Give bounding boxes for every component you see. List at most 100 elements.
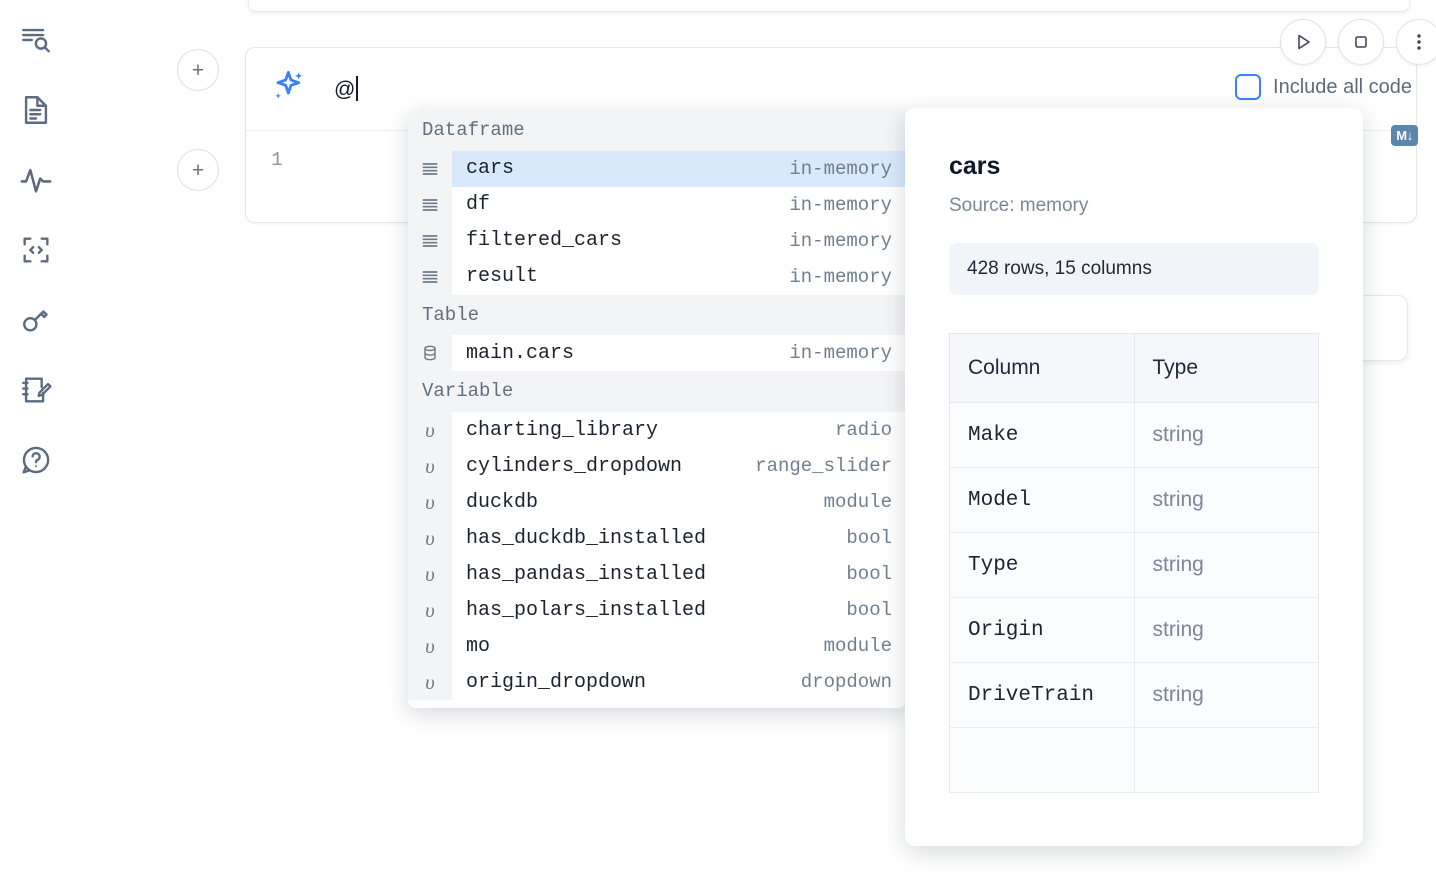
variable-icon: υ [408,448,452,485]
autocomplete-item-name: charting_library [466,418,659,442]
autocomplete-item-name: has_polars_installed [466,598,707,622]
autocomplete-item-name: has_pandas_installed [466,562,707,586]
schema-column-name: Type [949,532,1135,598]
autocomplete-item-name: has_duckdb_installed [466,526,707,550]
autocomplete-item-name: origin_dropdown [466,670,647,694]
autocomplete-item[interactable]: filtered_cars in-memory [408,222,906,259]
include-all-code-label: Include all code [1273,75,1412,98]
autocomplete-item-name: filtered_cars [466,229,623,253]
variable-icon: υ [408,412,452,449]
schema-column-type: string [1134,662,1319,728]
markdown-icon[interactable]: M↓ [1391,125,1418,146]
include-all-code-row[interactable]: Include all code [1235,74,1412,100]
autocomplete-group-header: Dataframe [408,110,906,151]
schema-column-type: string [1134,597,1319,663]
preview-title: cars [949,152,1001,180]
autocomplete-item-meta: in-memory [789,229,892,252]
autocomplete-item-meta: in-memory [789,265,892,288]
include-all-code-checkbox[interactable] [1235,74,1262,100]
schema-column-type: string [1134,467,1319,533]
autocomplete-group-header: Table [408,294,906,336]
autocomplete-item-meta: module [823,491,892,514]
run-button[interactable] [1280,19,1326,65]
variable-icon: υ [408,664,452,701]
schema-column-name: Model [949,467,1135,533]
dataframe-icon [408,258,452,295]
cell-card-above[interactable] [248,0,1410,12]
schema-column-name: DriveTrain [949,662,1135,728]
line-number: 1 [271,149,283,171]
scratchpad-icon[interactable] [14,368,58,412]
code-snippet-icon[interactable] [14,228,58,272]
stop-button[interactable] [1338,19,1384,65]
autocomplete-item[interactable]: υ origin_dropdown dropdown [408,664,906,701]
autocomplete-item[interactable]: υ has_polars_installed bool [408,592,906,629]
autocomplete-group-header: Variable [408,371,906,413]
autocomplete-item-meta: in-memory [789,193,892,216]
database-icon [408,335,452,372]
document-icon[interactable] [14,88,58,132]
autocomplete-item[interactable]: df in-memory [408,186,906,223]
help-chat-icon[interactable] [14,438,58,482]
variable-icon: υ [408,484,452,521]
sparkle-ai-icon [268,67,308,112]
ai-prompt-value: @ [334,78,356,101]
dataframe-preview-panel: cars Source: memory 428 rows, 15 columns… [905,108,1363,846]
search-outline-icon[interactable] [14,18,58,62]
left-icon-rail [0,0,72,874]
ai-prompt-row: @ [246,48,1416,130]
table-header-row: Column Type [949,333,1319,403]
preview-shape-badge: 428 rows, 15 columns [949,243,1319,295]
activity-icon[interactable] [14,158,58,202]
dataframe-icon [408,150,452,187]
autocomplete-item[interactable]: result in-memory [408,258,906,295]
autocomplete-item-name: main.cars [466,341,575,365]
schema-column-name [949,727,1135,793]
add-cell-button-above[interactable]: + [177,49,219,91]
autocomplete-item-meta: bool [846,599,892,622]
cell-run-controls [1280,19,1436,65]
key-icon[interactable] [14,298,58,342]
autocomplete-item-name: mo [466,634,491,658]
autocomplete-item-meta: range_slider [755,455,892,478]
schema-column-name: Origin [949,597,1135,663]
add-cell-button-below[interactable]: + [177,149,219,191]
autocomplete-item-name: cars [466,157,515,181]
autocomplete-item-meta: bool [846,527,892,550]
autocomplete-item-name: duckdb [466,490,539,514]
autocomplete-item-meta: dropdown [800,671,892,694]
autocomplete-item[interactable]: υ has_duckdb_installed bool [408,520,906,557]
variable-icon: υ [408,556,452,593]
more-actions-button[interactable] [1396,19,1436,65]
variable-icon: υ [408,520,452,557]
autocomplete-item[interactable]: υ charting_library radio [408,412,906,449]
text-caret [356,76,359,101]
autocomplete-item-name: result [466,265,539,289]
dataframe-icon [408,222,452,259]
ai-prompt-input[interactable]: @ [334,76,1398,102]
schema-column-type: string [1134,402,1319,468]
schema-column-type [1134,727,1319,793]
variable-icon: υ [408,592,452,629]
header-type: Type [1134,333,1319,403]
autocomplete-item-name: df [466,193,491,217]
variable-icon: υ [408,628,452,665]
autocomplete-item-meta: radio [834,419,892,442]
